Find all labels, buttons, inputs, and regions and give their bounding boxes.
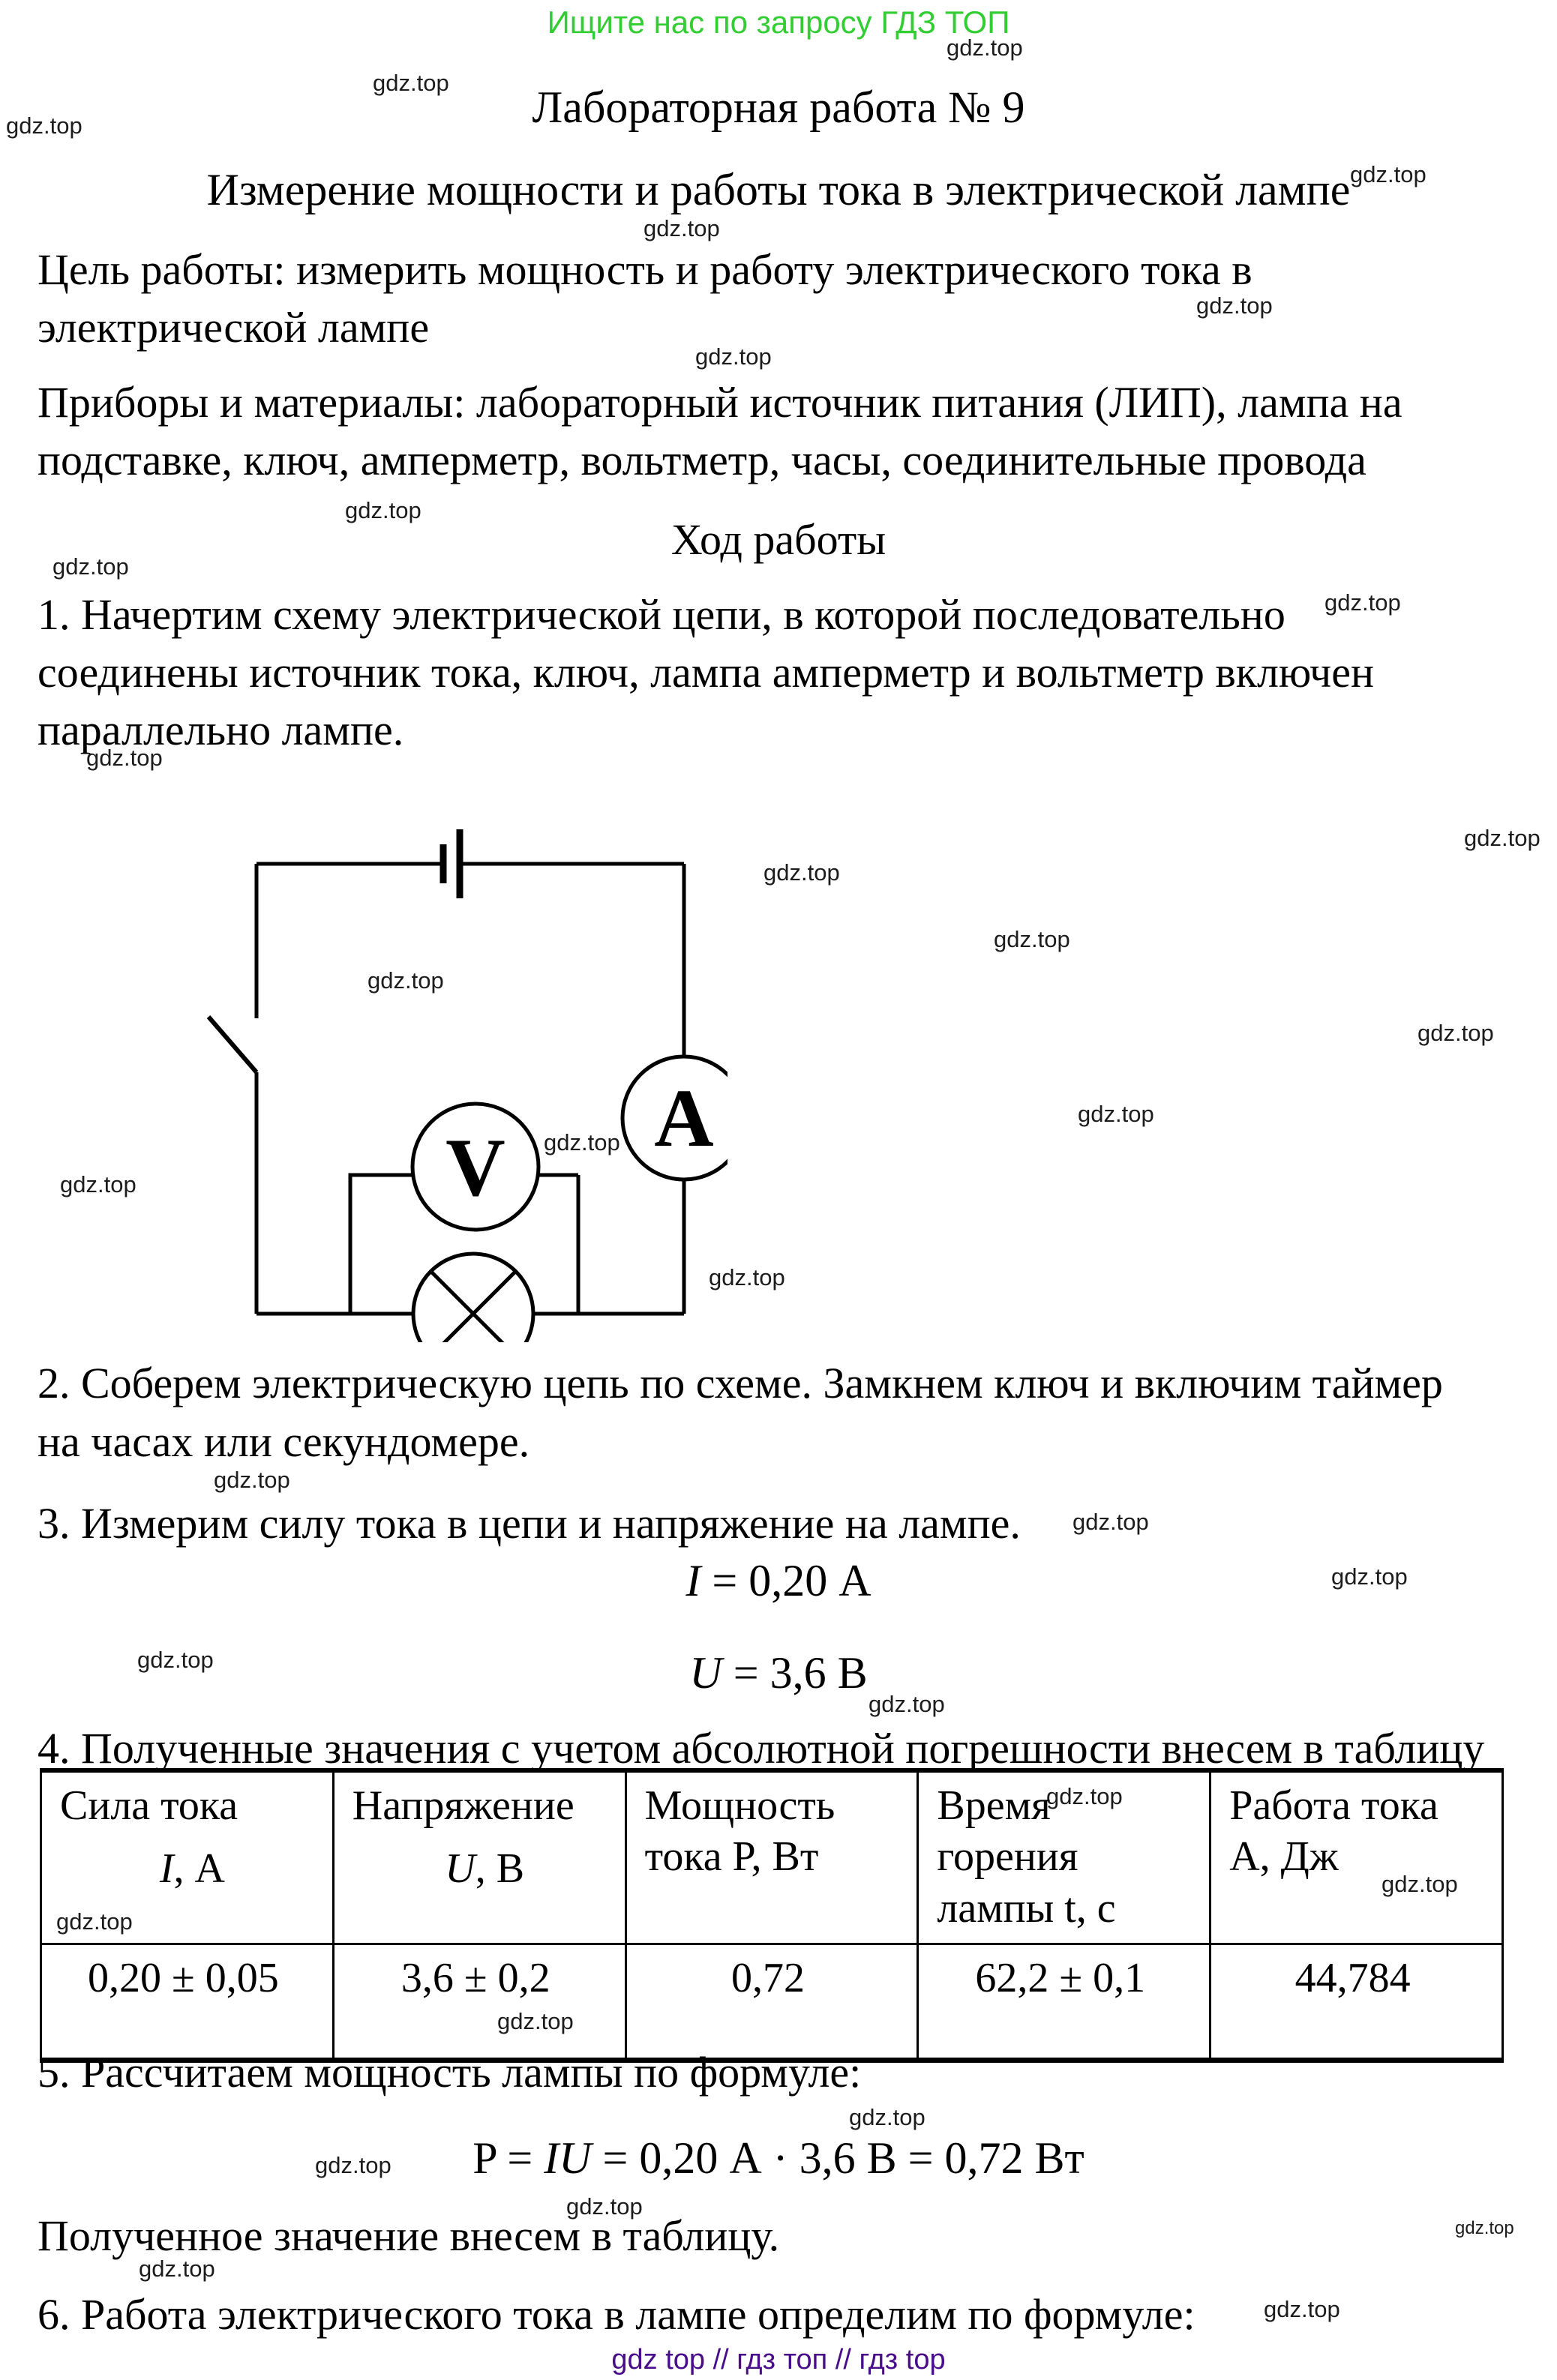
header-power: Мощность тока P, Вт — [624, 1768, 920, 1945]
watermark-gdz: gdz.top — [1078, 1101, 1154, 1127]
lamp-cross — [429, 1269, 518, 1342]
voltmeter-icon — [410, 1102, 541, 1232]
formula-power-var: IU — [544, 2133, 592, 2183]
table-value-row: 0,20 ± 0,05 3,6 ± 0,2 0,72 62,2 ± 0,1 44… — [40, 1943, 1504, 2063]
watermark-gdz: gdz.top — [1464, 825, 1540, 851]
header-work-line1: Работа тока — [1229, 1782, 1438, 1829]
lamp-icon — [411, 1251, 536, 1342]
watermark-gdz: gdz.top — [709, 1264, 785, 1290]
footer-branding: gdz top // гдз топ // гдз top — [611, 2344, 946, 2376]
watermark-gdz: gdz.top — [1324, 589, 1401, 616]
watermark-gdz: gdz.top — [139, 2256, 215, 2282]
after-power-note: Полученное значение внесем в таблицу. — [38, 2211, 780, 2260]
watermark-gdz: gdz.top — [52, 553, 129, 580]
voltage-symbol: U — [445, 1845, 476, 1893]
formula-current-var: I — [686, 1556, 701, 1605]
voltmeter-label: V — [446, 1122, 505, 1213]
header-time-line2: горения — [937, 1833, 1078, 1881]
header-power-line1: Мощность — [644, 1782, 836, 1829]
value-current: 0,20 ± 0,05 — [40, 1943, 334, 2063]
table-header-row: Сила тока I, А Напряжение U, В Мощность … — [40, 1768, 1504, 1945]
watermark-gdz: gdz.top — [1264, 2296, 1340, 2322]
step1-line-1: 1. Начертим схему электрической цепи, в … — [38, 590, 1286, 639]
formula-current: I = 0,20 А — [0, 1556, 1557, 1605]
results-table: Сила тока I, А Напряжение U, В Мощность … — [40, 1768, 1504, 2063]
current-unit: , А — [173, 1845, 225, 1893]
formula-voltage-rest: = 3,6 В — [722, 1648, 868, 1698]
watermark-gdz: gdz.top — [345, 497, 422, 523]
value-voltage: 3,6 ± 0,2 — [332, 1943, 627, 2063]
circuit-wires — [254, 862, 686, 1316]
formula-voltage: U = 3,6 В — [0, 1648, 1557, 1698]
header-work-line2: А, Дж — [1229, 1833, 1339, 1881]
watermark-gdz: gdz.top — [764, 859, 840, 886]
value-time: 62,2 ± 0,1 — [916, 1943, 1212, 2063]
watermark-gdz: gdz.top — [60, 1171, 136, 1197]
equipment-line-1: Приборы и материалы: лабораторный источн… — [38, 378, 1402, 427]
switch-blade — [206, 1015, 259, 1074]
page-title: Лабораторная работа № 9 — [532, 82, 1025, 132]
step2-line-1: 2. Соберем электрическую цепь по схеме. … — [38, 1359, 1443, 1407]
watermark-gdz: gdz.top — [86, 745, 163, 771]
current-symbol: I — [159, 1845, 174, 1893]
formula-power: P = IU = 0,20 А · 3,6 В = 0,72 Вт — [0, 2133, 1557, 2183]
value-power: 0,72 — [624, 1943, 920, 2063]
header-time: Время горения лампы t, с — [916, 1768, 1212, 1945]
voltage-unit: , В — [475, 1845, 525, 1893]
watermark-gdz: gdz.top — [994, 926, 1070, 952]
watermark-gdz: gdz.top — [137, 1647, 214, 1673]
watermark-gdz: gdz.top — [1196, 292, 1273, 319]
header-voltage: Напряжение U, В — [332, 1768, 627, 1945]
watermark-gdz: gdz.top — [1455, 2218, 1514, 2238]
formula-voltage-var: U — [689, 1648, 722, 1698]
header-work: Работа тока А, Дж — [1209, 1768, 1504, 1945]
watermark-gdz: gdz.top — [1331, 1563, 1408, 1590]
goal-line-1: Цель работы: измерить мощность и работу … — [38, 245, 1252, 294]
ammeter-label: A — [654, 1072, 713, 1164]
watermark-gdz: gdz.top — [1418, 1020, 1494, 1046]
step6-line: 6. Работа электрического тока в лампе оп… — [38, 2290, 1196, 2339]
watermark-gdz: gdz.top — [544, 1129, 620, 1156]
header-current-title: Сила тока — [60, 1782, 238, 1829]
watermark-gdz: gdz.top — [849, 2104, 926, 2130]
header-power-line2: тока P, Вт — [644, 1833, 819, 1881]
step3-line: 3. Измерим силу тока в цепи и напряжение… — [38, 1499, 1021, 1548]
step4-line: 4. Полученные значения с учетом абсолютн… — [38, 1724, 1485, 1773]
header-voltage-symbol: U, В — [352, 1843, 617, 1894]
watermark-gdz: gdz.top — [695, 343, 772, 370]
watermark-gdz: gdz.top — [1072, 1509, 1149, 1535]
step1-line-2: соединены источник тока, ключ, лампа амп… — [38, 648, 1374, 697]
value-work: 44,784 — [1209, 1943, 1504, 2063]
formula-power-rest: = 0,20 А · 3,6 В = 0,72 Вт — [591, 2133, 1084, 2183]
header-voltage-title: Напряжение — [352, 1782, 574, 1829]
promo-banner: Ищите нас по запросу ГДЗ ТОП — [547, 4, 1010, 40]
watermark-gdz: gdz.top — [1350, 161, 1426, 187]
goal-line-2: электрической лампе — [38, 303, 430, 352]
watermark-gdz: gdz.top — [368, 967, 444, 994]
header-current-symbol: I, А — [60, 1843, 325, 1894]
section-heading: Ход работы — [670, 515, 886, 564]
page-subtitle: Измерение мощности и работы тока в элект… — [206, 165, 1351, 214]
step5-line: 5. Рассчитаем мощность лампы по формуле: — [38, 2048, 862, 2097]
watermark-gdz: gdz.top — [315, 2152, 392, 2178]
circuit-diagram: A V — [206, 829, 728, 1342]
header-time-line3: лампы t, с — [937, 1884, 1116, 1932]
watermark-gdz: gdz.top — [214, 1467, 290, 1493]
watermark-gdz: gdz.top — [566, 2193, 643, 2220]
ammeter-icon — [620, 1054, 728, 1182]
step1-line-3: параллельно лампе. — [38, 706, 404, 754]
header-time-line1: Время — [937, 1782, 1051, 1829]
watermark-gdz: gdz.top — [868, 1691, 945, 1717]
equipment-line-2: подставке, ключ, амперметр, вольтметр, ч… — [38, 436, 1366, 484]
formula-current-rest: = 0,20 А — [700, 1556, 872, 1605]
watermark-gdz: gdz.top — [644, 215, 720, 241]
formula-power-prefix: P = — [472, 2133, 544, 2183]
step2-line-2: на часах или секундомере. — [38, 1417, 530, 1466]
header-current: Сила тока I, А — [40, 1768, 334, 1945]
watermark-gdz: gdz.top — [6, 112, 82, 139]
watermark-gdz: gdz.top — [373, 70, 449, 96]
watermark-gdz: gdz.top — [946, 34, 1023, 61]
